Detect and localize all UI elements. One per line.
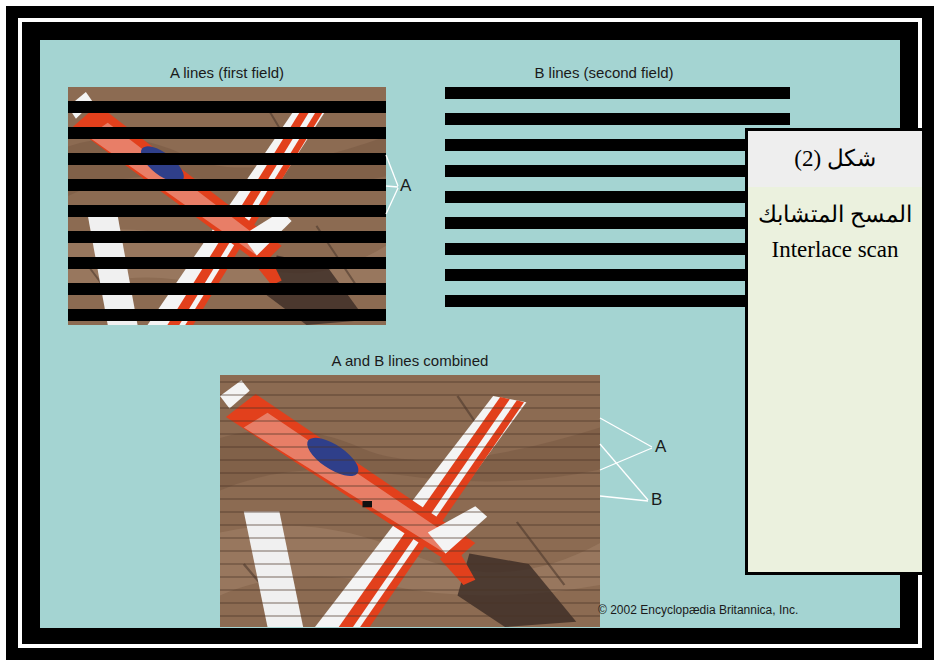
illustration-part: [68, 231, 386, 243]
illustration-part: [386, 186, 398, 187]
illustration-part: [445, 113, 790, 125]
illustration-part: [220, 538, 600, 539]
illustration-part: [220, 512, 600, 513]
illustration-part: [220, 551, 600, 552]
illustration-part: [68, 101, 386, 113]
leader-lines: [386, 155, 652, 501]
illustration-part: [220, 395, 600, 396]
illustration-part: [445, 217, 790, 229]
illustration-part: [68, 179, 386, 191]
image-panel: B lines (second field): [445, 64, 763, 326]
figure-caption: المسح المتشابك Interlace scan: [748, 187, 922, 572]
illustration-part: [386, 155, 398, 186]
caption-box: شكل (2)المسح المتشابك Interlace scan: [745, 128, 925, 575]
illustration-part: [68, 309, 386, 321]
illustration-part: [220, 434, 600, 435]
image-panel: A and B lines combined: [220, 352, 600, 628]
callout-letter: A: [655, 437, 666, 457]
illustration-part: [600, 448, 652, 470]
illustration-part: [220, 473, 600, 474]
illustration-part: [445, 191, 790, 203]
illustration-part: [445, 87, 790, 99]
illustration-part: [445, 165, 790, 177]
panel-title: B lines (second field): [445, 64, 763, 81]
plane-image: [220, 375, 600, 627]
copyright-note: © 2002 Encyclopædia Britannica, Inc.: [598, 603, 798, 617]
illustration-part: [445, 269, 790, 281]
illustration-part: [220, 421, 600, 422]
illustration-part: [220, 525, 600, 526]
illustration-part: [220, 590, 600, 591]
panel-title: A and B lines combined: [220, 352, 600, 369]
illustration-part: [220, 577, 600, 578]
illustration-part: [220, 408, 600, 409]
figure-number: شكل (2): [748, 131, 922, 187]
illustration-part: [68, 205, 386, 217]
illustration-part: [600, 418, 652, 447]
illustration-part: [220, 616, 600, 617]
illustration-part: [68, 283, 386, 295]
illustration-part: [68, 153, 386, 165]
outer-frame: [6, 6, 934, 660]
illustration-part: [220, 603, 600, 604]
illustration-part: [445, 139, 790, 151]
illustration-part: [220, 486, 600, 487]
illustration-part: [220, 382, 600, 383]
illustration-part: [68, 127, 386, 139]
illustration-part: [220, 447, 600, 448]
illustration-part: [386, 188, 398, 214]
illustration-part: [600, 444, 648, 500]
illustration-part: [220, 460, 600, 461]
illustration-part: [445, 295, 790, 307]
panel-title: A lines (first field): [68, 64, 386, 81]
illustration-part: [68, 257, 386, 269]
callout-letter: B: [651, 490, 662, 510]
plane-image: [68, 87, 386, 325]
illustration-part: [220, 499, 600, 500]
illustration-part: [445, 243, 790, 255]
field-bars: [68, 87, 790, 616]
illustration-part: [600, 496, 648, 501]
image-panel: A lines (first field): [68, 64, 386, 326]
callout-letter: A: [400, 176, 411, 196]
illustration-part: [220, 564, 600, 565]
